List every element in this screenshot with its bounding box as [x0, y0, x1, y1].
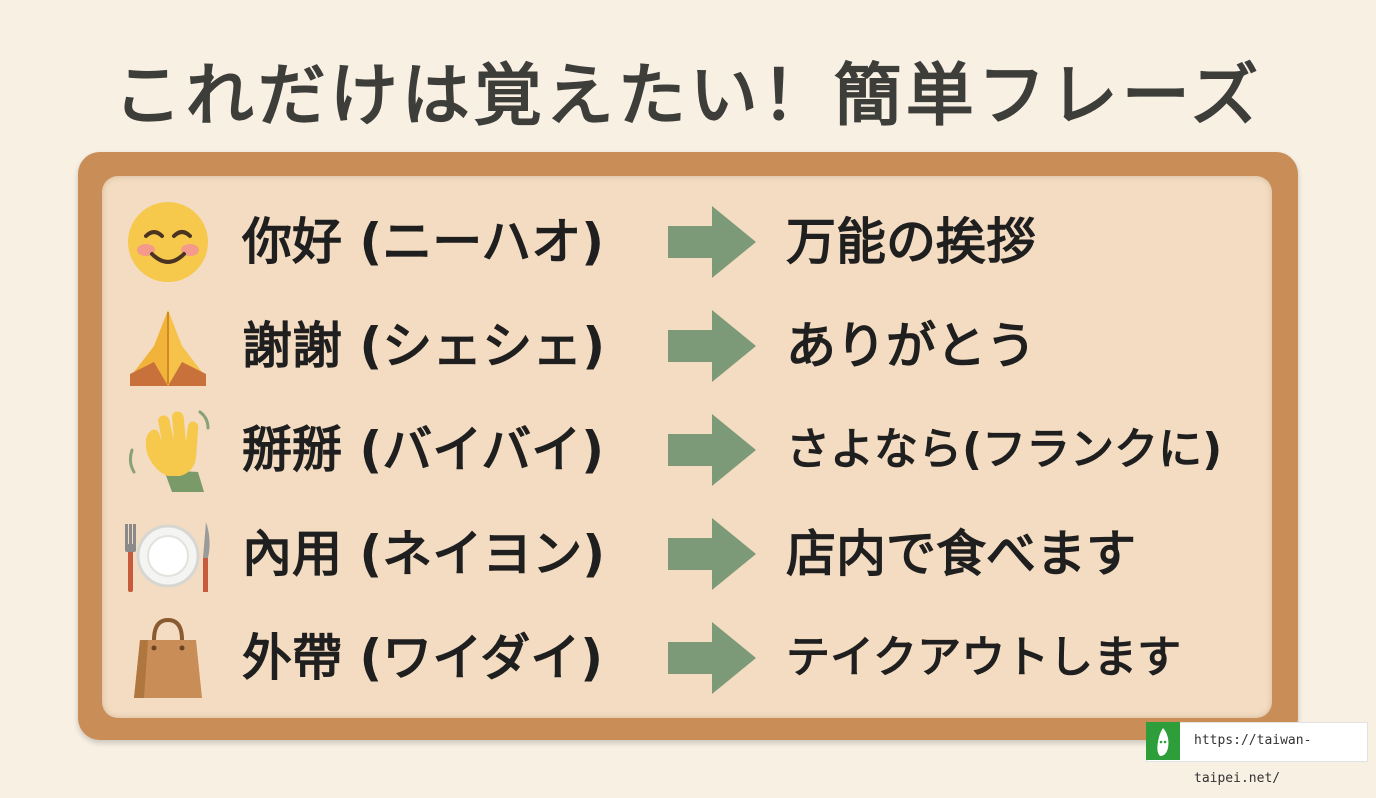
meaning-text: 店内で食べます — [786, 525, 1136, 583]
meaning-text: テイクアウトします — [786, 632, 1182, 683]
arrow-right-icon — [668, 206, 756, 278]
arrow-right-icon — [668, 310, 756, 382]
arrow-right-icon — [668, 518, 756, 590]
page-title: これだけは覚えたい！簡単フレーズ — [113, 57, 1263, 136]
phrase-text: 掰掰 (バイバイ) — [242, 421, 605, 479]
phrase-text: 謝謝 (シェシェ) — [242, 317, 606, 375]
site-logo-icon — [1146, 722, 1180, 760]
phrase-row: 內用 (ネイヨン) 店内で食べます — [0, 504, 1376, 604]
phrase-text: 外帶 (ワイダイ) — [242, 629, 604, 687]
meaning-text: さよなら(フランクに) — [786, 424, 1223, 475]
phrase-row: 謝謝 (シェシェ) ありがとう — [0, 296, 1376, 396]
arrow-right-icon — [668, 622, 756, 694]
shopping-bag-icon — [134, 617, 202, 698]
phrase-row: 掰掰 (バイバイ) さよなら(フランクに) — [0, 400, 1376, 500]
smiling-face-icon — [128, 202, 208, 282]
meaning-text: 万能の挨拶 — [786, 213, 1036, 271]
plate-cutlery-icon — [125, 522, 210, 592]
arrow-right-icon — [668, 414, 756, 486]
waving-hand-icon — [128, 410, 210, 492]
phrase-text: 內用 (ネイヨン) — [242, 525, 606, 583]
folded-hands-icon — [130, 310, 206, 386]
phrase-row: 外帶 (ワイダイ) テイクアウトします — [0, 608, 1376, 708]
phrase-row: 你好 (ニーハオ) 万能の挨拶 — [0, 192, 1376, 292]
phrase-text: 你好 (ニーハオ) — [242, 213, 605, 271]
site-url-link[interactable]: https://taiwan-taipei.net/ — [1194, 733, 1312, 786]
meaning-text: ありがとう — [786, 317, 1036, 375]
